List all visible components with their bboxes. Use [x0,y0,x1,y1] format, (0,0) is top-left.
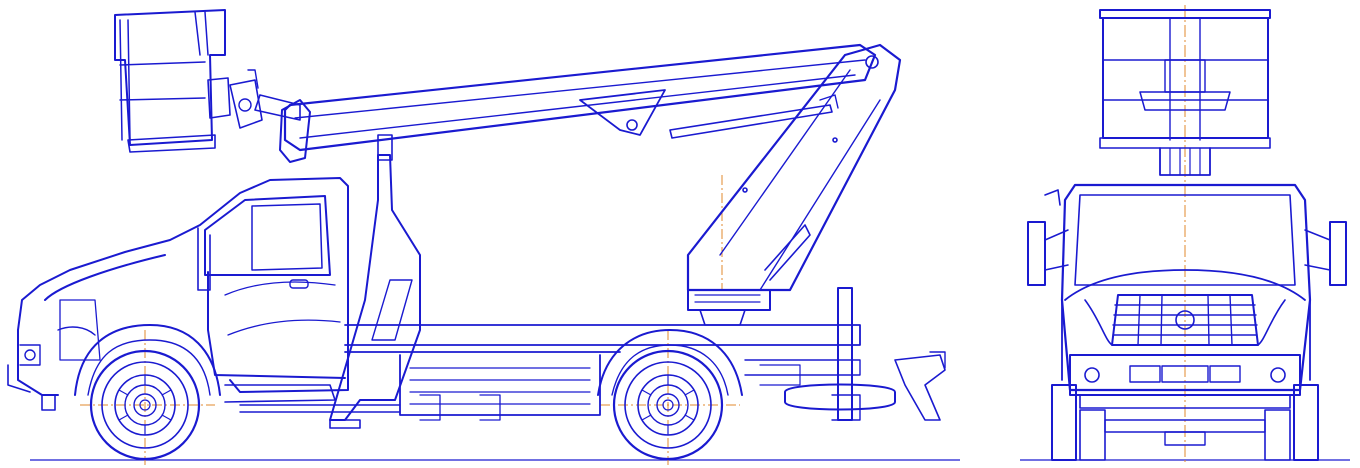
front-view [1020,5,1350,465]
front-fender [74,324,221,396]
side-view [7,9,960,465]
front-grille [1084,294,1286,346]
lower-boom [686,43,902,292]
work-basket [114,9,231,153]
side-mirrors [1027,189,1347,286]
front-outrigger [329,134,421,429]
front-mast [1159,147,1211,176]
front-tires [1051,384,1319,461]
front-bumper [1069,354,1301,409]
boom-head [229,69,311,163]
rear-fender [597,329,743,396]
upper-boom [283,43,877,152]
wheel-axes [80,175,740,465]
rear-outrigger [784,287,946,421]
front-basket [1099,9,1271,149]
chassis-frame [239,324,861,421]
turret [687,289,771,326]
front-cab [1060,183,1312,392]
cab [7,177,349,411]
